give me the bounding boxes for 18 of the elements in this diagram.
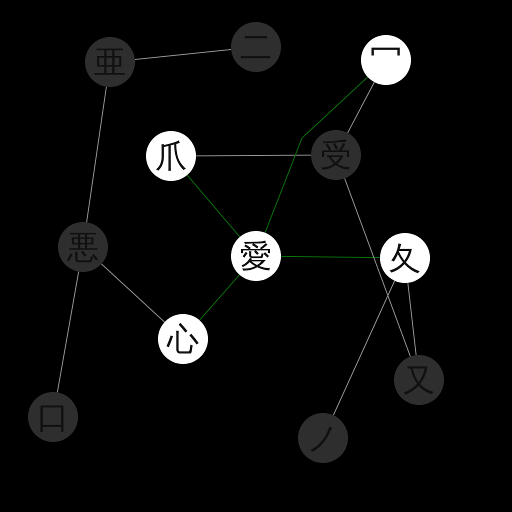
connector-line: [280, 256, 380, 258]
connector-line: [196, 154, 312, 156]
connector-line: [199, 274, 240, 321]
connector-line: [332, 280, 396, 416]
character-circle: 夂: [380, 233, 430, 283]
connector-line: [56, 271, 80, 393]
connector-line: [86, 86, 107, 223]
connector-line: [407, 282, 417, 356]
connector-line: [344, 178, 411, 358]
connector-line: [186, 174, 240, 238]
connector-line: [264, 76, 368, 234]
character-circle: 冖: [361, 35, 411, 85]
connector-line: [100, 263, 166, 323]
connector-line: [134, 49, 232, 60]
character-circle: 愛: [231, 231, 281, 281]
character-circle: 心: [158, 314, 208, 364]
connector-line: [347, 82, 375, 134]
character-circle: 爪: [146, 131, 196, 181]
